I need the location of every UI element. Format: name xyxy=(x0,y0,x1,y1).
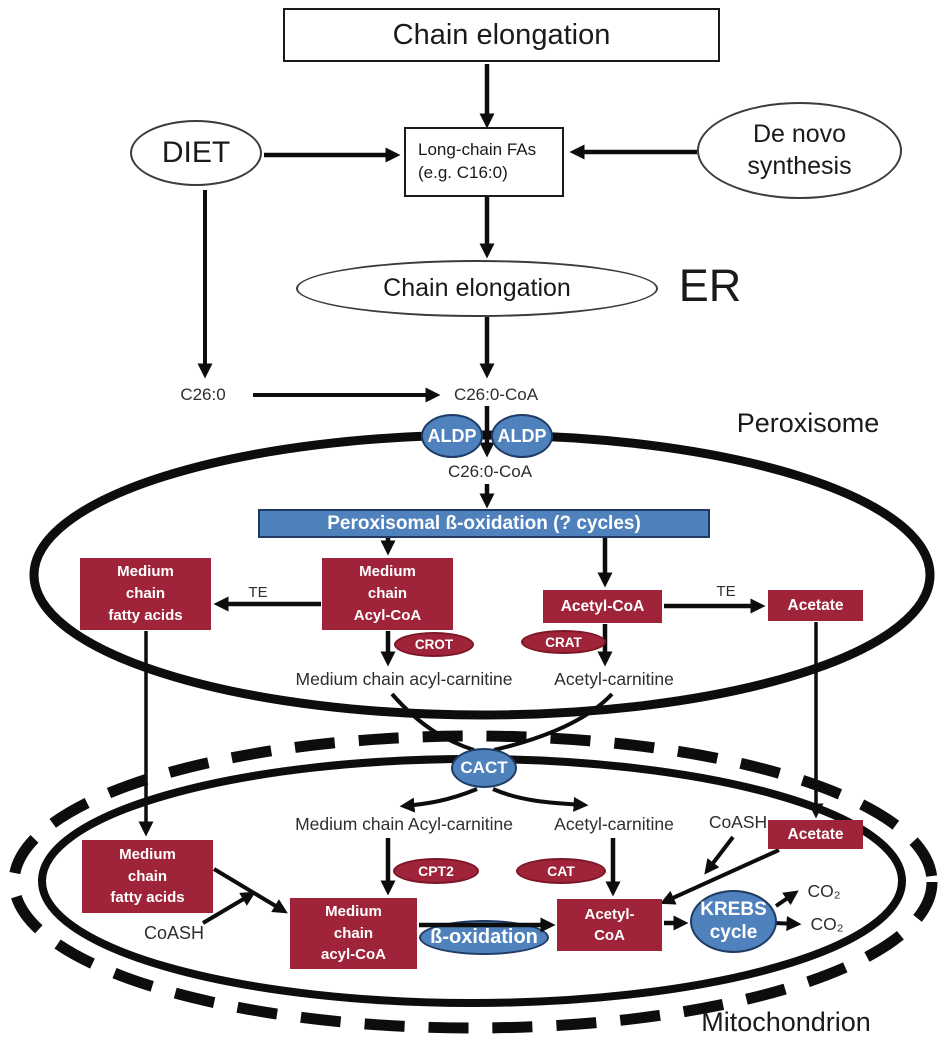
peroxisomal-beta-oxidation-bar: Peroxisomal ß-oxidation (? cycles) xyxy=(258,509,710,538)
arrow-krebs-to-co2-top xyxy=(774,890,799,908)
cact-transporter-ellipse: CACT xyxy=(451,748,517,788)
mitochondrion-outer-membrane xyxy=(8,730,938,1034)
cpt2-enzyme-ellipse: CPT2 xyxy=(393,858,479,884)
peroxisome-label: Peroxisome xyxy=(736,407,880,438)
acetyl-coa-box-mito: Acetyl- CoA xyxy=(557,899,662,951)
mitochondrion-label: Mitochondrion xyxy=(701,1006,871,1037)
arrow-coash-left xyxy=(201,891,256,925)
c26-coa-label: C26:0-CoA xyxy=(453,385,539,404)
c26-label: C26:0 xyxy=(180,385,226,404)
cat-enzyme-ellipse: CAT xyxy=(516,858,606,884)
arrow-acetate-to-acetylcoa xyxy=(659,848,780,905)
medium-chain-fatty-acids-box-perox: Medium chain fatty acids xyxy=(80,558,211,630)
medium-chain-acyl-carnitine-label-perox: Medium chain acyl-carnitine xyxy=(295,668,513,689)
acetyl-carnitine-label-mito: Acetyl-carnitine xyxy=(554,813,674,834)
de-novo-synthesis-ellipse: De novo synthesis xyxy=(697,102,902,199)
co2-label-top: CO₂ xyxy=(807,880,841,901)
chain-elongation-er-ellipse: Chain elongation xyxy=(296,260,658,317)
chain-elongation-title-box: Chain elongation xyxy=(283,8,720,62)
medium-chain-acyl-carnitine-label-mito: Medium chain Acyl-carnitine xyxy=(295,813,513,834)
diet-ellipse: DIET xyxy=(130,120,262,186)
co2-label-bottom: CO₂ xyxy=(810,913,844,934)
medium-chain-acyl-coa-box-perox: Medium chain Acyl-CoA xyxy=(322,558,453,630)
curve-cact-to-mito-carnitine xyxy=(399,787,478,813)
te-label-right: TE xyxy=(716,582,736,600)
coash-label-right: CoASH xyxy=(708,812,768,832)
beta-oxidation-ellipse: ß-oxidation xyxy=(419,920,549,955)
acetate-box-mito: Acetate xyxy=(768,820,863,849)
er-label: ER xyxy=(678,260,742,311)
acetyl-carnitine-label-perox: Acetyl-carnitine xyxy=(554,668,674,689)
curve-carnitine-to-cact xyxy=(390,692,475,752)
arrow-krebs-to-co2-bottom xyxy=(773,916,802,932)
acetyl-coa-box-perox: Acetyl-CoA xyxy=(543,590,662,623)
crat-enzyme-ellipse: CRAT xyxy=(521,630,606,654)
medium-chain-fatty-acids-box-mito: Medium chain fatty acids xyxy=(82,840,213,913)
aldp-transporter-left: ALDP xyxy=(421,414,483,458)
crot-enzyme-ellipse: CROT xyxy=(394,632,474,657)
curve-acetylcarnitine-to-cact xyxy=(493,692,614,752)
medium-chain-acyl-coa-box-mito: Medium chain acyl-CoA xyxy=(290,898,417,969)
arrow-coash-right xyxy=(704,835,735,875)
acetate-box-perox: Acetate xyxy=(768,590,863,621)
c26-coa-inner-label: C26:0-CoA xyxy=(447,462,533,481)
coash-label-left: CoASH xyxy=(143,922,205,943)
arrow-mcfa-to-mc-acylcoa xyxy=(212,867,288,914)
curve-cact-to-mito-acetylcarnitine xyxy=(492,787,589,812)
long-chain-fas-box: Long-chain FAs (e.g. C16:0) xyxy=(404,127,564,197)
te-label-left: TE xyxy=(248,583,268,601)
krebs-cycle-ellipse: KREBS cycle xyxy=(690,890,777,953)
aldp-transporter-right: ALDP xyxy=(491,414,553,458)
